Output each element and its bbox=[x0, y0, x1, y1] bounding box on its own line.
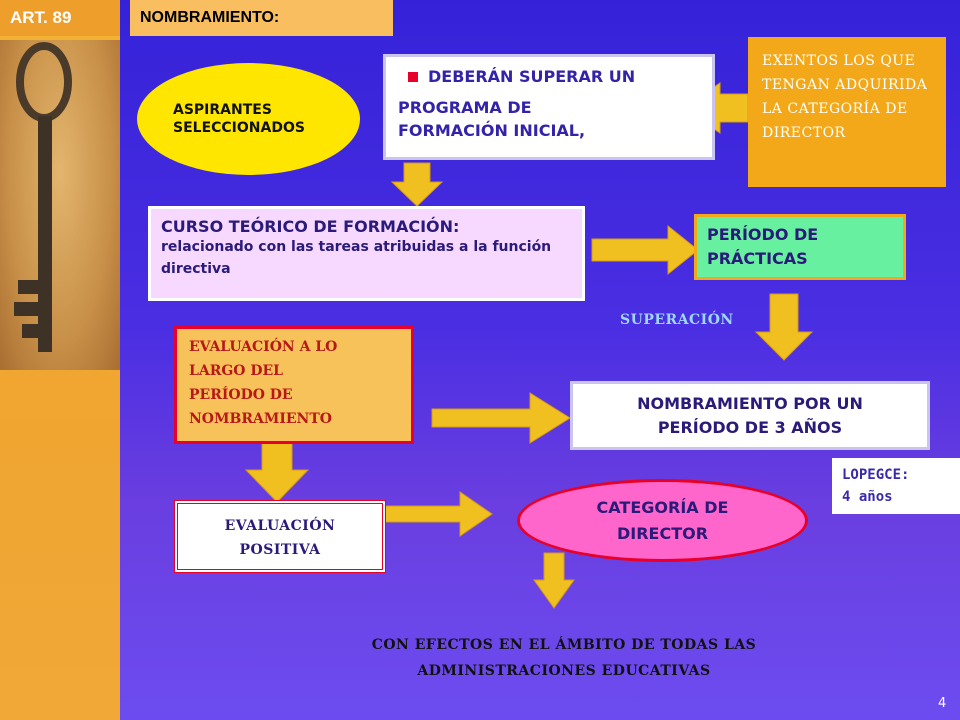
deberan-line2: PROGRAMA DE FORMACIÓN INICIAL, bbox=[398, 98, 586, 140]
curso-title: CURSO TEÓRICO DE FORMACIÓN: bbox=[161, 217, 460, 236]
superacion-label: SUPERACIÓN bbox=[620, 312, 734, 328]
deberan-line1-text: DEBERÁN SUPERAR UN bbox=[428, 67, 636, 86]
article-label: ART. 89 bbox=[0, 0, 120, 36]
arrow-down-curso bbox=[390, 162, 444, 207]
evaluacion-positiva-box: EVALUACIÓN POSITIVA bbox=[174, 500, 386, 573]
aspirantes-ellipse: ASPIRANTES SELECCIONADOS bbox=[137, 63, 360, 175]
curso-box: CURSO TEÓRICO DE FORMACIÓN: relacionado … bbox=[148, 206, 585, 301]
arrow-right-categoria bbox=[383, 491, 493, 537]
nombramiento-3-box: NOMBRAMIENTO POR UN PERÍODO DE 3 AÑOS bbox=[570, 381, 930, 450]
evaluacion-largo-box: EVALUACIÓN A LO LARGO DEL PERÍODO DE NOM… bbox=[174, 326, 414, 444]
categoria-ellipse: CATEGORÍA DE DIRECTOR bbox=[517, 479, 808, 562]
arrow-down-nombramiento bbox=[754, 293, 814, 361]
header-tab: NOMBRAMIENTO: bbox=[130, 0, 393, 36]
aspirantes-text: ASPIRANTES SELECCIONADOS bbox=[173, 102, 305, 136]
exentos-box: EXENTOS LOS QUE TENGAN ADQUIRIDA LA CATE… bbox=[748, 37, 946, 187]
arrow-down-footer bbox=[533, 552, 575, 609]
practicas-box: PERÍODO DE PRÁCTICAS bbox=[694, 214, 906, 280]
lopegce-box: LOPEGCE: 4 años bbox=[832, 458, 960, 514]
arrow-right-nombramiento bbox=[431, 392, 571, 444]
footer-text: CON EFECTOS EN EL ÁMBITO DE TODAS LAS AD… bbox=[371, 637, 757, 679]
bullet-icon bbox=[408, 71, 418, 82]
arrow-right-practicas bbox=[591, 224, 699, 276]
key-image bbox=[0, 40, 120, 370]
arrow-down-positiva bbox=[244, 441, 310, 503]
categoria-text: CATEGORÍA DE DIRECTOR bbox=[596, 497, 729, 543]
deberan-line1: DEBERÁN SUPERAR UN bbox=[408, 67, 700, 86]
deberan-box: DEBERÁN SUPERAR UN PROGRAMA DE FORMACIÓN… bbox=[383, 54, 715, 160]
curso-body: relacionado con las tareas atribuidas a … bbox=[161, 239, 552, 277]
page-number: 4 bbox=[938, 696, 947, 711]
